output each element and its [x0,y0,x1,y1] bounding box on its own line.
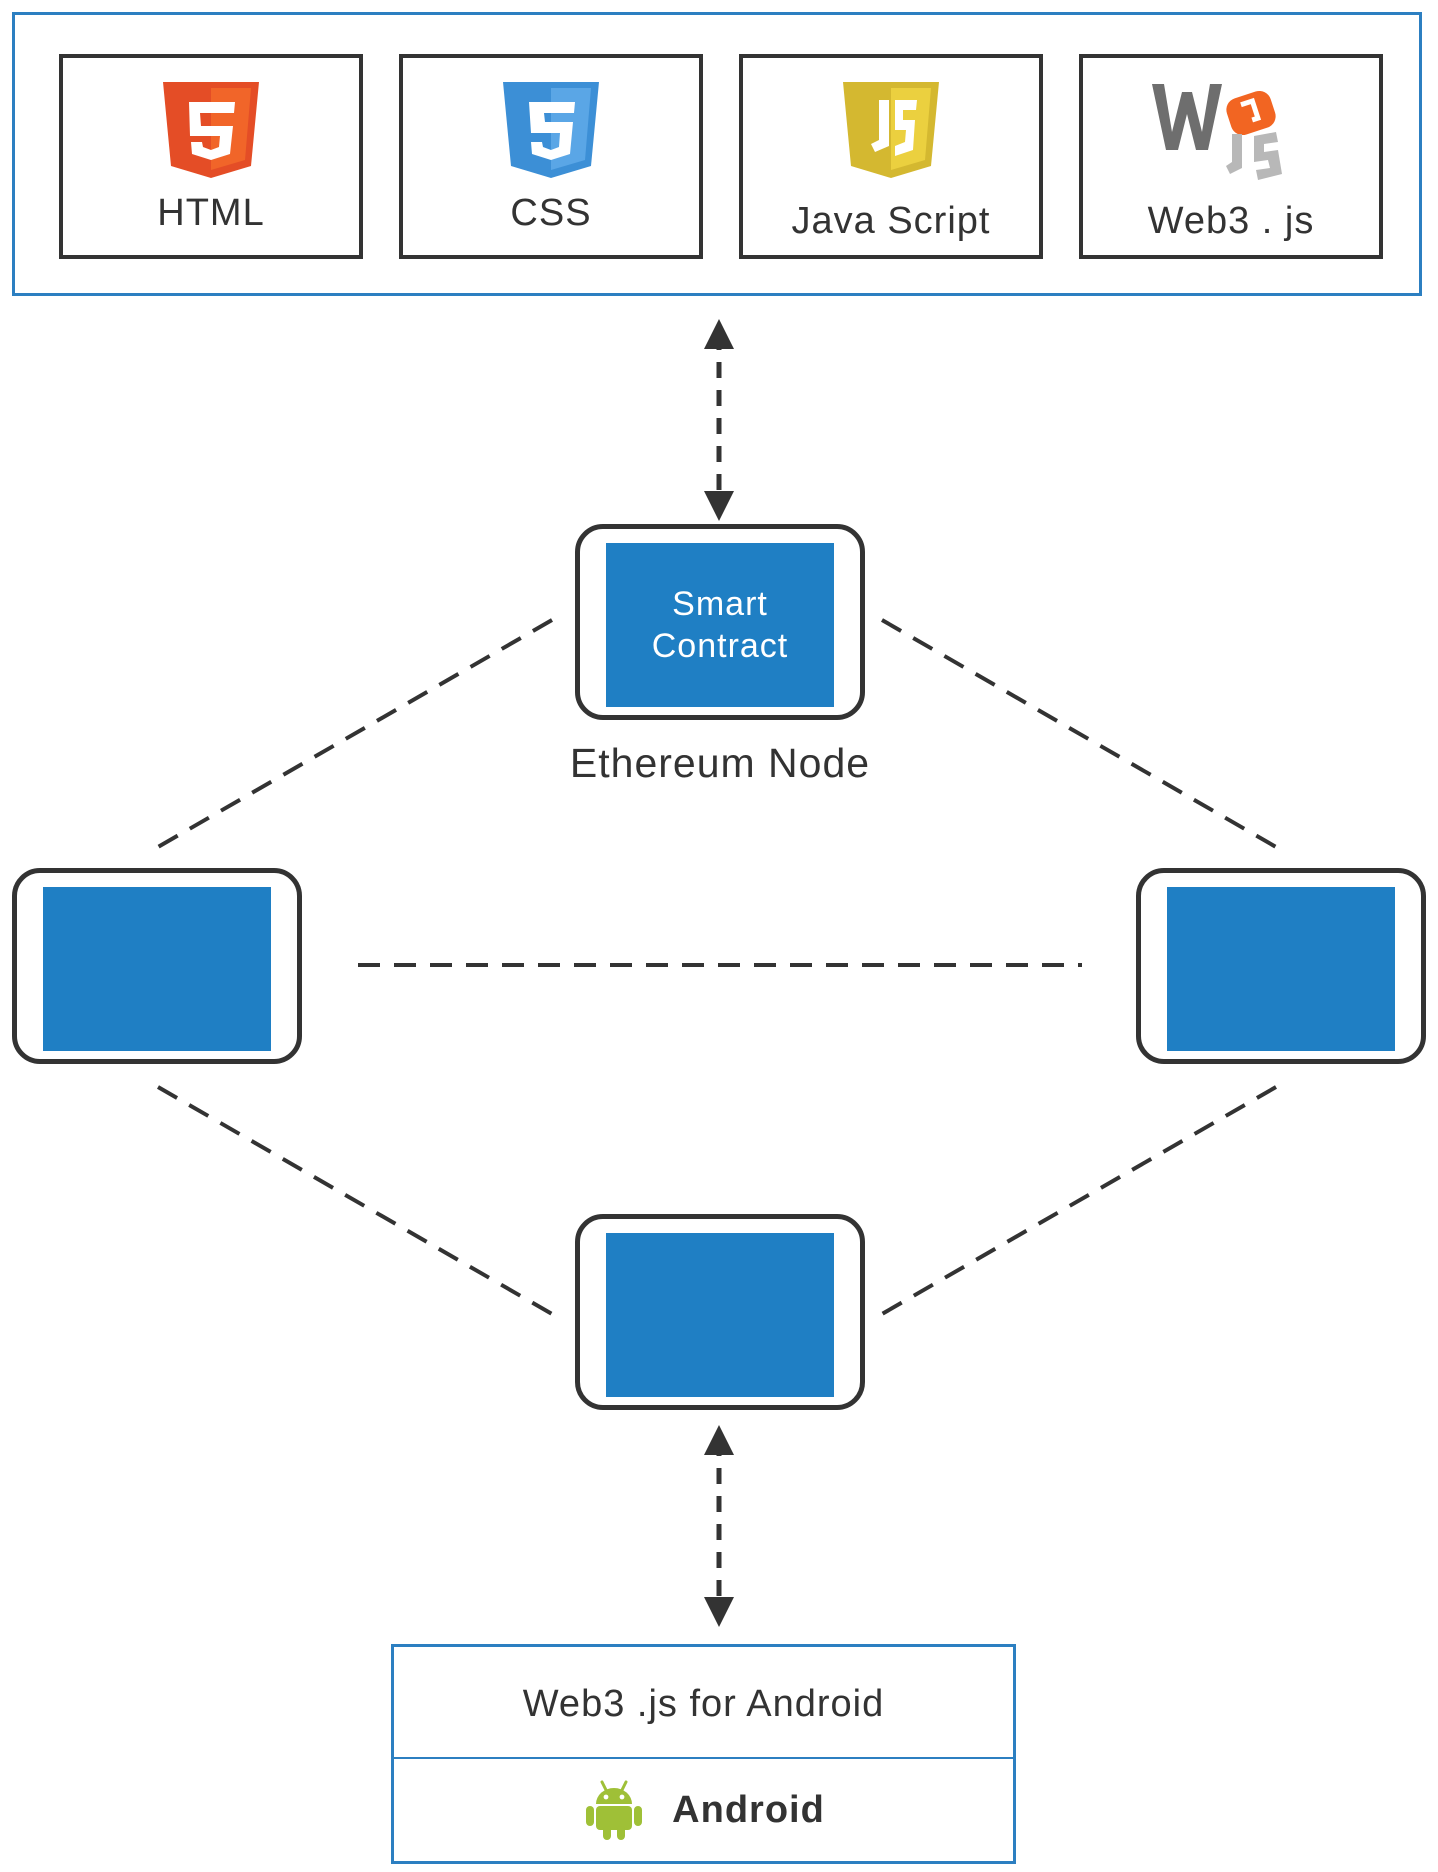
css-box: CSS [399,54,703,259]
html-label: HTML [157,192,265,234]
css-label: CSS [510,192,592,234]
android-label: Android [672,1788,825,1831]
peer-node-right-block [1167,887,1395,1051]
android-platform-row: Android [394,1775,1013,1845]
html-box: HTML [59,54,363,259]
link-left-bottom [157,1085,553,1316]
android-stack-divider [394,1757,1013,1759]
link-right-bottom [881,1085,1277,1316]
link-top-right [881,618,1277,849]
smart-contract-label-line2: Contract [651,627,789,665]
peer-node-right [1136,868,1426,1064]
javascript-label: Java Script [791,200,991,242]
web3js-box: Web3 . js [1079,54,1383,259]
javascript-box: Java Script [739,54,1043,259]
css3-icon [503,82,599,178]
web3js-label: Web3 . js [1147,200,1315,242]
frontend-stack-frame [12,12,1422,296]
smart-contract-label-line1: Smart [672,585,768,623]
html5-icon [163,82,259,178]
android-stack-frame: Web3 .js for Android Android [391,1644,1016,1864]
peer-node-left-block [43,887,271,1051]
android-icon [586,1780,643,1840]
peer-node-bottom-block [606,1233,834,1397]
javascript-icon [843,82,939,178]
web3js-android-label: Web3 .js for Android [522,1683,885,1725]
peer-node-bottom [575,1214,865,1410]
peer-node-left [12,868,302,1064]
ethereum-node-label: Ethereum Node [569,740,871,786]
link-top-left [157,618,553,849]
web3js-icon [1152,84,1282,180]
ethereum-node: Smart Contract [575,524,865,720]
smart-contract-block: Smart Contract [606,543,834,707]
